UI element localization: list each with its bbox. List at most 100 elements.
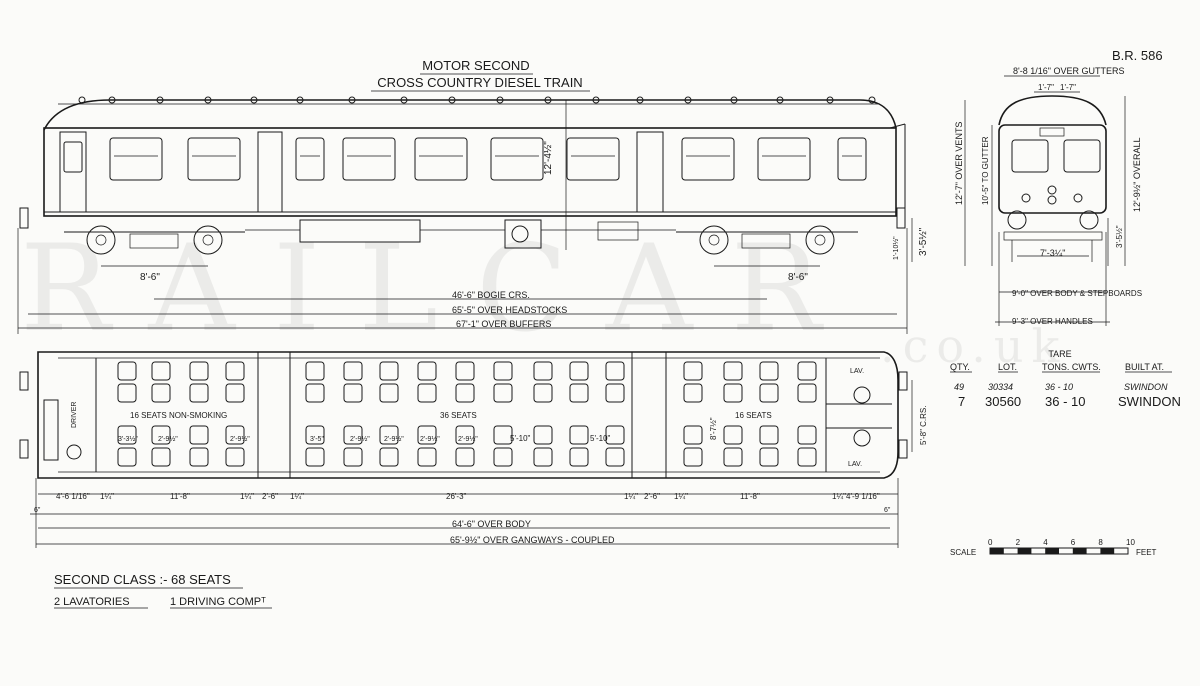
scale-tick-label: 8 (1098, 538, 1103, 547)
col-tons: TONS. CWTS. (1042, 362, 1101, 372)
saloon-label-2: 36 SEATS (440, 411, 477, 420)
scale-label: SCALE (950, 548, 976, 557)
seat-pitch-label: 3'-5" (310, 436, 324, 443)
seat (455, 425, 475, 445)
seat (151, 361, 171, 381)
seat (493, 361, 513, 381)
dim-over-vents: 12'-7" OVER VENTS (954, 122, 964, 205)
seat (723, 425, 743, 445)
roof-vent (544, 96, 552, 104)
roof-vent (348, 96, 356, 104)
seat (151, 383, 171, 403)
plan-dim-label: 1¼" (674, 492, 688, 501)
row2-lot: 30560 (985, 394, 1021, 409)
plan-dim-label: 11'-8" (740, 492, 760, 501)
plan-outline (37, 351, 899, 479)
seat (417, 361, 437, 381)
seat-pitch-label: 3'-3½" (118, 435, 138, 443)
buffer-right (896, 207, 906, 229)
drawing-ref: B.R. 586 (1112, 48, 1163, 63)
bay-dim-a: 5'-10" (510, 434, 531, 443)
dim-over-gangways: 65'-9½" OVER GANGWAYS - COUPLED (450, 535, 615, 545)
scale-bar-segment (990, 548, 1004, 554)
seat (797, 383, 817, 403)
seat (379, 361, 399, 381)
dim-end-over-body: 9'-0" OVER BODY & STEPBOARDS (1012, 289, 1142, 298)
seat (225, 447, 245, 467)
seat (605, 447, 625, 467)
col-lot: LOT. (998, 362, 1017, 372)
plan-dim-label: 11'-8" (170, 492, 190, 501)
door-vestibule-right (636, 131, 664, 213)
dim-vent-b: 1'-7" (1060, 83, 1076, 92)
headlamp-right (1073, 193, 1083, 203)
driver-desk (43, 399, 82, 461)
headlamp-centre (1047, 185, 1057, 195)
seat (605, 383, 625, 403)
scale-bar-segment (1072, 548, 1087, 554)
roof-vent (826, 96, 834, 104)
dim-height-centre: 12'-4½" (543, 141, 554, 175)
seat (759, 361, 779, 381)
seat (759, 383, 779, 403)
fuel-tank (504, 219, 542, 249)
dim-bogie-left: 8'-6" (140, 272, 160, 283)
roof-vent (400, 96, 408, 104)
lav-label-lower: LAV. (848, 461, 862, 468)
seat (151, 447, 171, 467)
side-window (342, 137, 396, 181)
dim-over-buffers: 67'-1" OVER BUFFERS (456, 319, 551, 329)
dim-lav-ctrs: 5'-8" C.RS. (919, 406, 928, 446)
roof-line (43, 99, 897, 131)
seat (379, 447, 399, 467)
summary-line-1: SECOND CLASS :- 68 SEATS (54, 572, 231, 587)
scale-unit: FEET (1136, 548, 1157, 557)
side-window (490, 137, 544, 181)
seat-pitch-label: 2'-9½" (230, 435, 250, 443)
row1-tons: 36 - 10 (1045, 382, 1073, 392)
seat (117, 361, 137, 381)
end-buffer-left (1007, 210, 1027, 230)
seat (797, 447, 817, 467)
row2-built: SWINDON (1118, 394, 1181, 409)
seat (189, 383, 209, 403)
buffer-left (19, 207, 29, 229)
dim-over-gutters: 8'-8 1/16" OVER GUTTERS (1013, 66, 1124, 76)
roof-vent (448, 96, 456, 104)
col-built: BUILT AT. (1125, 362, 1164, 372)
seat (455, 383, 475, 403)
row1-lot: 30334 (988, 382, 1013, 392)
dim-plan-over-body: 64'-6" OVER BODY (452, 519, 531, 529)
end-body (998, 124, 1107, 214)
roof-vent (496, 96, 504, 104)
seat (493, 383, 513, 403)
seat (189, 447, 209, 467)
seat (683, 361, 703, 381)
side-window (837, 137, 867, 181)
roof-vent (78, 96, 86, 104)
dim-inner-width: 8'-7½" (709, 417, 718, 440)
roof-vent (684, 96, 692, 104)
seat (683, 383, 703, 403)
tare-table: TARE QTY. LOT. TONS. CWTS. BUILT AT. 49 … (950, 349, 1181, 409)
side-window (109, 137, 163, 181)
plan-dim-label: 1¼" (240, 492, 254, 501)
roof-vent (776, 96, 784, 104)
side-window (757, 137, 811, 181)
bogie-right (676, 225, 858, 255)
seat (683, 447, 703, 467)
roof-vent (250, 96, 258, 104)
seat (493, 447, 513, 467)
scale-tick-label: 0 (988, 538, 993, 547)
seat (417, 425, 437, 445)
side-window (187, 137, 241, 181)
seat (533, 425, 553, 445)
plan-dim-label: 2'-6" (262, 492, 278, 501)
seat (151, 425, 171, 445)
seat (189, 361, 209, 381)
seat (533, 383, 553, 403)
dim-buffer-ctrs: 7'-3¼" (1040, 248, 1065, 258)
scale-tick-label: 4 (1043, 538, 1048, 547)
plan-dim-label: 4'-6 1/16" (56, 492, 90, 501)
plan-dim-label: 1¼" (290, 492, 304, 501)
